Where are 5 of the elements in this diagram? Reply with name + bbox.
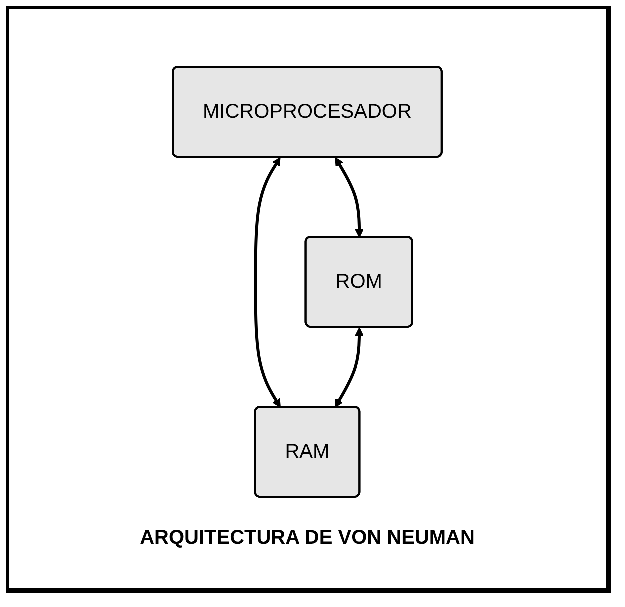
arrow xyxy=(334,328,364,408)
arrow xyxy=(335,157,364,238)
arrow xyxy=(254,157,282,408)
caption: ARQUITECTURA DE VON NEUMAN xyxy=(140,527,475,550)
page-frame: MICROPROCESADOR ROM RAM ARQUITECTURA DE VON NEUMAN xyxy=(6,6,611,593)
